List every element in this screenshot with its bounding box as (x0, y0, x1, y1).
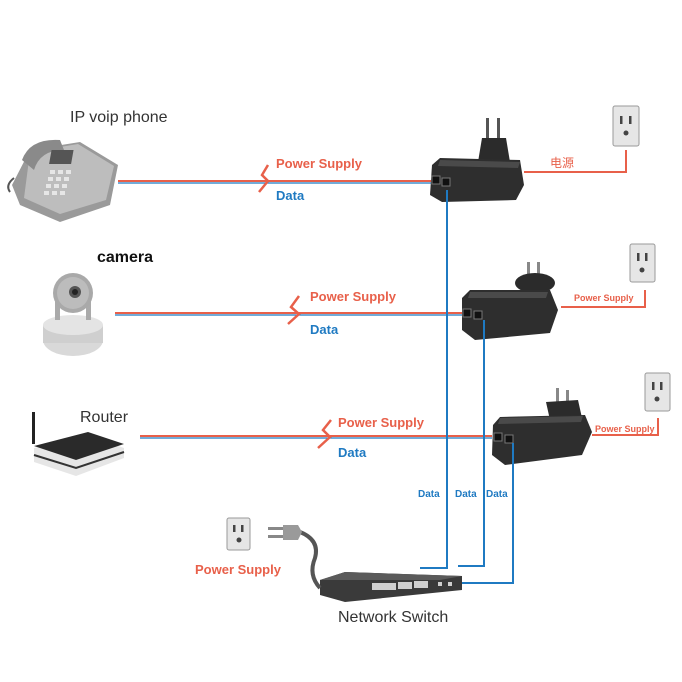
poe-injector-us-plug-icon (492, 388, 592, 465)
uplink-line-2 (458, 320, 485, 567)
network-switch-icon (320, 572, 462, 602)
ip-camera-icon (43, 273, 103, 356)
router-icon (32, 412, 125, 476)
poe-injector-au-plug-icon (462, 262, 558, 340)
poe-injector-eu-plug-icon (430, 118, 524, 202)
router-power-label: Power Supply (338, 415, 424, 430)
router-break-mark (317, 419, 332, 449)
ip-phone-icon (7, 139, 118, 222)
injector2-outlet-line (561, 290, 646, 308)
injector3-power-label: Power Supply (595, 424, 655, 434)
injector1-outlet-line (524, 150, 627, 173)
power-cord-icon (268, 525, 322, 590)
uplink-data-label-1: Data (418, 489, 440, 500)
phone-data-label: Data (276, 188, 305, 203)
camera-power-label: Power Supply (310, 289, 396, 304)
camera-label: camera (97, 249, 154, 266)
phone-power-label: Power Supply (276, 156, 362, 171)
injector1-power-label: 电源 (550, 156, 575, 170)
uplink-line-1 (420, 190, 448, 569)
router-data-label: Data (338, 445, 367, 460)
camera-data-label: Data (310, 322, 339, 337)
phone-label: IP voip phone (70, 109, 168, 126)
router-label: Router (80, 409, 129, 426)
switch-label: Network Switch (338, 609, 449, 626)
wall-outlet-icon (612, 105, 640, 147)
phone-break-mark (258, 164, 270, 193)
injector2-power-label: Power Supply (574, 293, 634, 303)
uplink-line-3 (462, 443, 514, 584)
wall-outlet-icon (644, 372, 671, 412)
uplink-data-label-3: Data (486, 489, 508, 500)
switch-power-label: Power Supply (195, 562, 281, 577)
injector3-outlet-line (592, 418, 659, 436)
uplink-data-label-2: Data (455, 489, 477, 500)
wall-outlet-icon (226, 517, 251, 551)
camera-break-mark (287, 295, 301, 325)
wall-outlet-icon (629, 243, 656, 283)
